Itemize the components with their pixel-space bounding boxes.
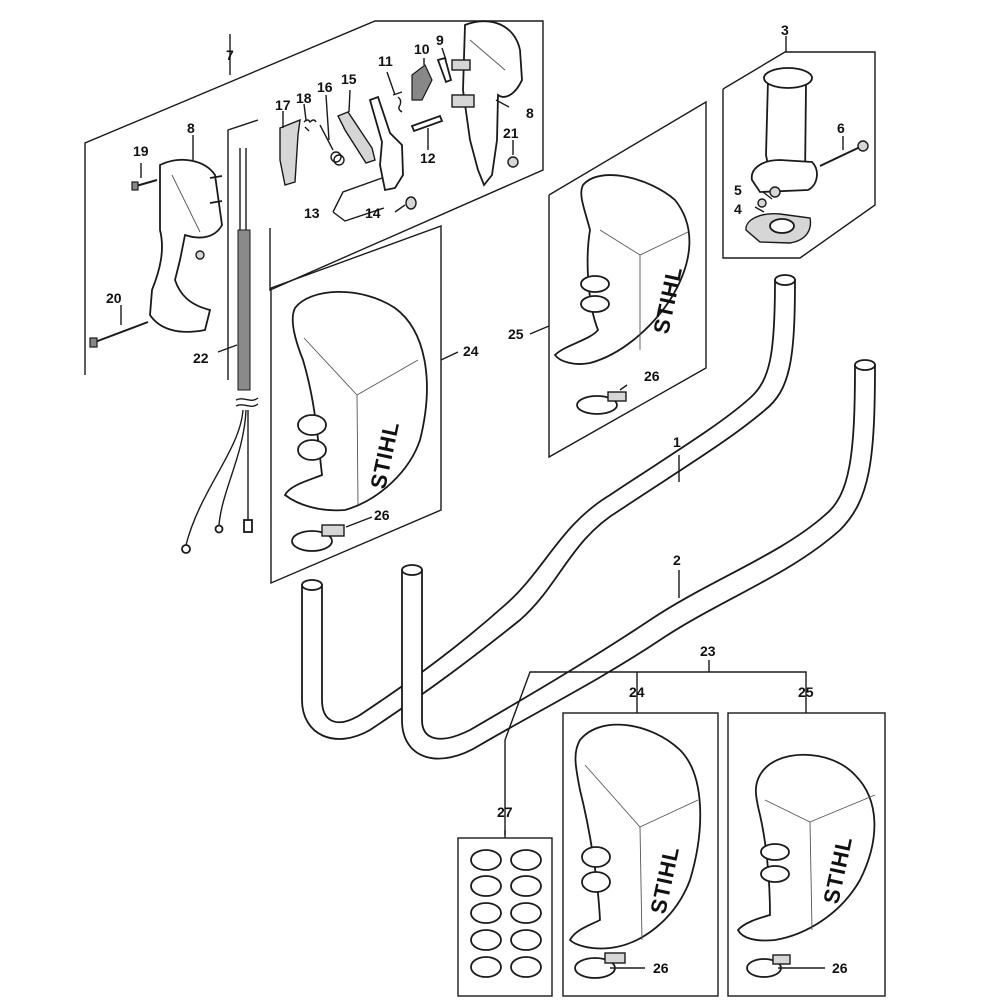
loop-handle-frame	[722, 36, 876, 259]
loop-handle	[750, 67, 818, 198]
hose-clamp-lower-right	[746, 954, 791, 978]
nut-21	[507, 156, 519, 168]
callout-26-upper-right: 26	[644, 368, 660, 384]
callout-18: 18	[296, 90, 312, 106]
handlebar-tube-1	[301, 274, 796, 740]
hand-guard-25-frame-upper	[548, 100, 707, 459]
hose-clamp-left	[291, 524, 345, 552]
callout-2: 2	[673, 552, 681, 568]
callout-11: 11	[378, 53, 393, 69]
leader-lines	[120, 47, 844, 969]
screw-19-part	[131, 179, 158, 191]
hose-clamp-upper-right	[576, 391, 627, 415]
callout-7: 7	[226, 47, 234, 63]
nut-5-part	[757, 198, 767, 208]
callout-26-lower-right: 26	[832, 960, 848, 976]
callout-15: 15	[341, 71, 357, 87]
callout-24-upper: 24	[463, 343, 479, 359]
hand-guard-25-upper: STIHL	[553, 174, 691, 365]
callout-24-lower: 24	[629, 684, 645, 700]
callout-6: 6	[837, 120, 845, 136]
callout-14: 14	[365, 205, 381, 221]
torsion-spring-16	[319, 124, 345, 166]
interlock-lever-17	[279, 118, 301, 186]
hand-guard-24-lower: STIHL	[568, 723, 702, 950]
pin-12	[410, 114, 444, 133]
clamp-base-4	[745, 213, 812, 244]
spring-18	[303, 119, 317, 132]
harness-frame	[227, 119, 259, 380]
hand-guard-24-frame-left	[270, 224, 442, 585]
hand-guard-24-left: STIHL	[283, 291, 428, 512]
bushing-14	[405, 196, 417, 210]
callout-4: 4	[734, 201, 742, 217]
callout-26-left: 26	[374, 507, 390, 523]
callout-20: 20	[106, 290, 122, 306]
callout-16: 16	[317, 79, 333, 95]
callout-12: 12	[420, 150, 436, 166]
lever-15	[337, 111, 376, 164]
callout-8-left: 8	[187, 120, 195, 136]
screw-20-part	[89, 321, 149, 348]
callout-1: 1	[673, 434, 681, 450]
screw-6-part	[819, 140, 869, 167]
callout-3: 3	[781, 22, 789, 38]
right-handle-housing	[451, 20, 523, 187]
hand-guard-24-frame-lower	[562, 712, 719, 997]
callout-10: 10	[414, 41, 430, 57]
hose-clamp-lower-left	[574, 952, 626, 979]
pin-9	[436, 56, 453, 84]
plug-set	[470, 849, 542, 978]
callout-19: 19	[133, 143, 149, 159]
callout-labels: 1 2 3 4 5 6 7 8 8 9 10 11 12 13 14 15 16…	[106, 22, 848, 976]
callout-8-right: 8	[526, 105, 534, 121]
callout-21: 21	[503, 125, 519, 141]
left-handle-housing	[149, 158, 223, 333]
handlebar-tube-2	[401, 359, 876, 760]
callout-26-lower-left: 26	[653, 960, 669, 976]
wiring-harness	[181, 148, 259, 554]
callout-27: 27	[497, 804, 513, 820]
callout-22: 22	[193, 350, 209, 366]
callout-23: 23	[700, 643, 716, 659]
trigger-13	[368, 95, 404, 192]
hand-guard-25-lower: STIHL	[736, 753, 876, 942]
callout-5: 5	[734, 182, 742, 198]
callout-9: 9	[436, 32, 444, 48]
callout-25-upper: 25	[508, 326, 524, 342]
callout-17: 17	[275, 97, 291, 113]
callout-25-lower: 25	[798, 684, 814, 700]
control-handle-assembly-frame	[84, 20, 544, 375]
callout-13: 13	[304, 205, 320, 221]
hand-guard-25-frame-lower	[727, 712, 886, 997]
switch-10	[411, 64, 433, 101]
hand-guard-set-bracket	[504, 660, 807, 835]
